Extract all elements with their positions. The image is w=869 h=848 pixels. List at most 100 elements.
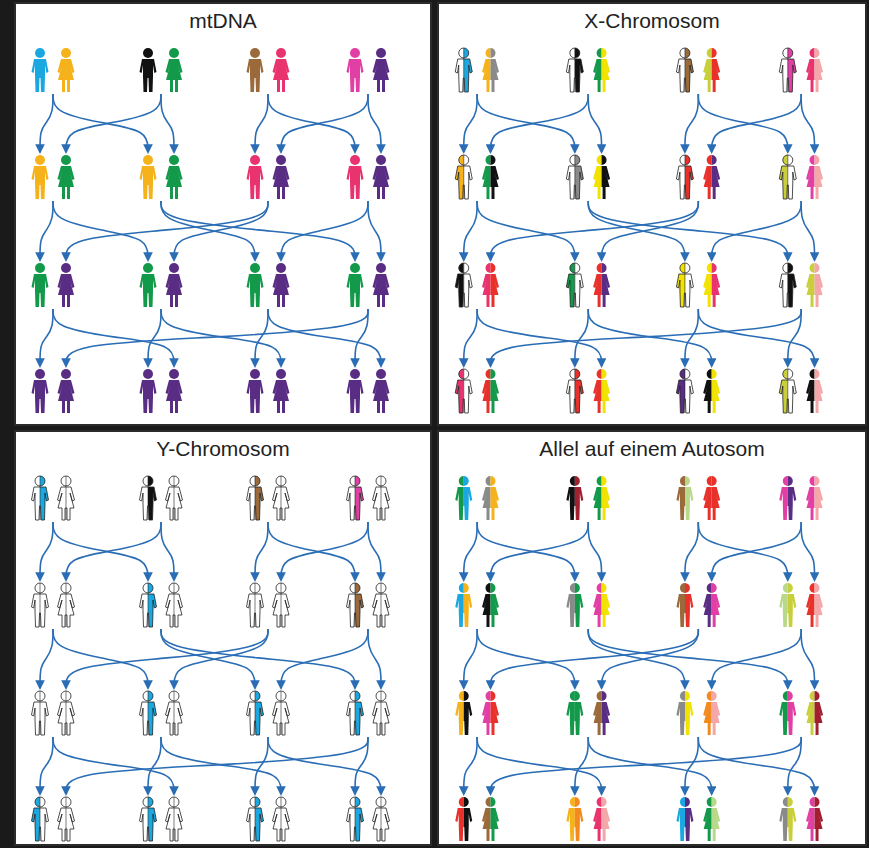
descent-arrow [588, 201, 788, 260]
female-figure [482, 583, 499, 627]
descent-arrow [53, 737, 174, 794]
descent-arrow [368, 522, 381, 580]
panel-title: Y-Chromosom [16, 436, 430, 462]
panel-title: X-Chromosom [439, 8, 865, 34]
panel-title: Allel auf einem Autosom [439, 436, 865, 462]
male-figure [566, 476, 583, 520]
female-figure [166, 369, 183, 413]
male-figure [779, 583, 796, 627]
descent-arrow [53, 309, 174, 366]
descent-arrow [281, 201, 368, 260]
descent-arrow [575, 737, 588, 794]
female-figure [166, 155, 183, 199]
descent-arrow [268, 737, 381, 794]
descent-arrow [40, 94, 53, 152]
female-figure [373, 583, 390, 627]
male-figure [347, 476, 364, 520]
female-figure [58, 369, 75, 413]
male-figure [247, 797, 264, 841]
female-figure [273, 691, 290, 735]
male-figure [779, 476, 796, 520]
descent-arrow [148, 737, 161, 794]
descent-arrow [148, 309, 161, 366]
female-figure [806, 155, 823, 199]
male-figure [140, 797, 157, 841]
descent-arrow [477, 309, 601, 366]
female-figure [273, 263, 290, 307]
male-figure [779, 691, 796, 735]
descent-arrow [464, 737, 477, 794]
female-figure [593, 583, 610, 627]
male-figure [347, 155, 364, 199]
panel-box: mtDNA [14, 2, 432, 426]
female-figure [166, 583, 183, 627]
descent-arrow [355, 737, 368, 794]
descent-arrow [477, 737, 601, 794]
female-figure [703, 48, 720, 92]
descent-arrow [712, 522, 801, 580]
female-figure [373, 691, 390, 735]
descent-arrow [588, 629, 788, 688]
female-figure [703, 263, 720, 307]
descent-arrow [161, 94, 174, 152]
male-figure [566, 797, 583, 841]
panel-art [14, 430, 432, 846]
descent-arrow [66, 737, 368, 794]
descent-arrow [161, 629, 355, 688]
female-figure [58, 48, 75, 92]
male-figure [779, 263, 796, 307]
descent-arrow [588, 522, 601, 580]
male-figure [455, 797, 472, 841]
panel-ground [437, 430, 867, 846]
descent-arrow [490, 629, 698, 688]
descent-arrow [588, 94, 601, 152]
descent-arrow [66, 201, 268, 260]
female-figure [273, 369, 290, 413]
descent-arrow [40, 201, 53, 260]
descent-arrow [255, 309, 268, 366]
male-figure [247, 691, 264, 735]
descent-arrow [464, 522, 477, 580]
female-figure [373, 48, 390, 92]
descent-arrow [66, 629, 268, 688]
descent-arrow [268, 309, 381, 366]
descent-arrow [588, 737, 711, 794]
descent-arrow [712, 94, 801, 152]
female-figure [593, 691, 610, 735]
male-figure [676, 369, 693, 413]
female-figure [166, 691, 183, 735]
female-figure [273, 583, 290, 627]
male-figure [779, 48, 796, 92]
male-figure [455, 155, 472, 199]
male-figure [32, 263, 49, 307]
female-figure [593, 155, 610, 199]
male-figure [140, 263, 157, 307]
female-figure [58, 476, 75, 520]
descent-arrow [174, 629, 268, 688]
panel-ground [437, 2, 867, 426]
descent-arrow [464, 309, 477, 366]
panel-art [437, 2, 867, 426]
female-figure [806, 263, 823, 307]
descent-arrow [685, 309, 698, 366]
male-figure [140, 476, 157, 520]
descent-arrow [161, 309, 281, 366]
male-figure [32, 369, 49, 413]
panel-ground [14, 430, 432, 846]
male-figure [779, 797, 796, 841]
female-figure [58, 691, 75, 735]
female-figure [703, 476, 720, 520]
male-figure [676, 48, 693, 92]
female-figure [703, 797, 720, 841]
male-figure [455, 48, 472, 92]
female-figure [273, 48, 290, 92]
male-figure [779, 369, 796, 413]
female-figure [482, 263, 499, 307]
descent-arrow [281, 94, 368, 152]
descent-arrow [66, 309, 368, 366]
male-figure [247, 583, 264, 627]
male-figure [566, 369, 583, 413]
female-figure [806, 691, 823, 735]
female-figure [273, 155, 290, 199]
